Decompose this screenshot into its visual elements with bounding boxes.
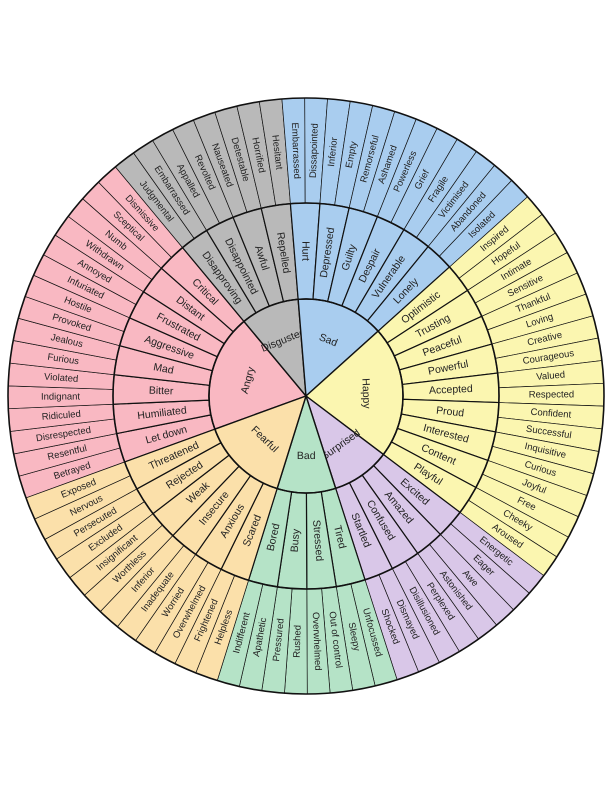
ring-outline: [7, 97, 605, 695]
core-label-bad: Bad: [297, 450, 316, 462]
outer-label-respected: Respected: [529, 389, 574, 400]
outer-label-dissapointed: Dissapointed: [308, 123, 321, 178]
outer-label-empty: Empty: [344, 140, 360, 169]
middle-label-humiliated: Humiliated: [137, 404, 188, 422]
middle-label-busy: Busy: [289, 528, 303, 553]
outer-label-furious: Furious: [47, 352, 80, 368]
ring-outline: [208, 298, 404, 494]
middle-label-mad: Mad: [152, 361, 174, 377]
middle-label-hurt: Hurt: [299, 241, 311, 261]
outer-label-violated: Violated: [44, 372, 79, 385]
outer-label-embarrassed: Embarrassed: [289, 122, 302, 179]
ring-outline: [112, 202, 500, 590]
middle-label-bitter: Bitter: [149, 385, 174, 398]
outer-label-hesitant: Hesitant: [269, 134, 284, 170]
outer-label-inferior: Inferior: [326, 137, 340, 168]
middle-label-proud: Proud: [436, 405, 465, 420]
outer-label-confident: Confident: [530, 407, 572, 421]
outer-label-overwhelmed: Overwhelmed: [310, 612, 323, 671]
outer-label-pressured: Pressured: [271, 618, 287, 662]
outer-label-rushed: Rushed: [292, 625, 304, 658]
core-label-happy: Happy: [359, 378, 372, 410]
outer-label-indignant: Indignant: [41, 391, 80, 402]
outer-label-valued: Valued: [536, 370, 566, 383]
middle-label-stressed: Stressed: [310, 519, 325, 561]
middle-label-accepted: Accepted: [429, 383, 473, 397]
middle-label-tired: Tired: [331, 524, 348, 550]
outer-label-ridiculed: Ridiculed: [41, 409, 81, 423]
